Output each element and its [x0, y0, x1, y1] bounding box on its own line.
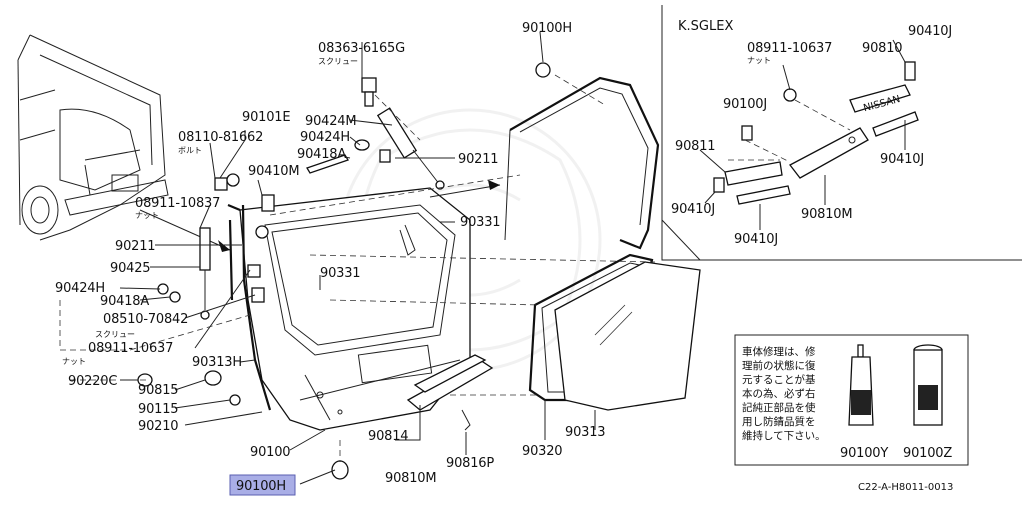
label-90313: 90313	[565, 425, 605, 440]
label-90115: 90115	[138, 402, 178, 417]
inset-dash-b	[744, 139, 791, 163]
label-90331-a: 90331	[460, 215, 500, 230]
inset-tape-c	[713, 177, 725, 193]
label-08510-70842: 08510-70842	[103, 312, 188, 327]
arrow-frame	[429, 184, 501, 198]
back-door	[239, 187, 471, 431]
inset-label-90100J: 90100J	[723, 97, 767, 112]
arrow-vehicle	[139, 209, 231, 251]
label-90425: 90425	[110, 261, 150, 276]
inset-dash-a	[794, 99, 851, 131]
label-90410M: 90410M	[248, 164, 299, 179]
dashed-leaders	[59, 74, 656, 462]
label-90810M: 90810M	[385, 471, 436, 486]
label-90814: 90814	[368, 429, 408, 444]
vehicle-outline	[17, 34, 169, 241]
inset-title: K.SGLEX	[678, 19, 733, 34]
finisher-upper	[413, 354, 487, 393]
repair-note-box: 車体修理は、修 理前の状態に復 元することが基 本の為、必ず右 記純正部品を使 …	[734, 334, 969, 466]
note-line-7: 維持して下さい。	[742, 429, 826, 442]
label-90313H: 90313H	[192, 355, 242, 370]
inset-label-90410J-a: 90410J	[908, 24, 952, 39]
highlight-90100H	[229, 474, 296, 496]
gas-stay-left	[199, 227, 211, 320]
arrow-head	[218, 240, 230, 252]
label-90211-b: 90211	[115, 239, 155, 254]
label-90424M: 90424M	[305, 114, 356, 129]
note-line-5: 記純正部品を使	[742, 401, 816, 414]
weatherstrip-90211	[241, 204, 272, 411]
inset-label-nut: ナット	[747, 56, 771, 65]
arrow-head-frame	[488, 180, 500, 190]
inset-leader-90410J-c	[704, 191, 716, 204]
inset-label-90811: 90811	[675, 139, 715, 154]
back-door-frame	[504, 76, 660, 250]
inset-label-90410J-d: 90410J	[734, 232, 778, 247]
gas-stay-top	[376, 107, 445, 190]
label-08510-screw: スクリュー	[95, 330, 135, 339]
inset-label-90410J-c: 90410J	[671, 202, 715, 217]
label-90816P: 90816P	[446, 456, 494, 471]
label-90331-b: 90331	[320, 266, 360, 281]
label-90320: 90320	[522, 444, 562, 459]
inset-label-90810M: 90810M	[801, 207, 852, 222]
label-08911-nut-a: ナット	[135, 211, 159, 220]
inset-garnish-90810M	[789, 127, 869, 179]
clip-90816P	[461, 409, 471, 431]
inset-garnish-90811	[724, 161, 783, 186]
inset-tape-a	[904, 61, 916, 81]
glass-reflection	[594, 304, 633, 346]
label-08911-10637: 08911-10637	[88, 341, 173, 356]
spray-can-icon	[913, 344, 943, 426]
leader-lines	[119, 31, 596, 485]
inset-label-90410J-b: 90410J	[880, 152, 924, 167]
footer-code: C22-A-H8011-0013	[858, 482, 953, 493]
inset-label-08911-10637: 08911-10637	[747, 41, 832, 56]
label-90418A-b: 90418A	[100, 294, 149, 309]
label-90100H-top: 90100H	[522, 21, 572, 36]
label-08110-bolt: ボルト	[178, 146, 202, 155]
label-90100H-bottom[interactable]: 90100H	[236, 479, 286, 494]
inset-label-90810: 90810	[862, 41, 902, 56]
note-line-1: 車体修理は、修	[742, 345, 816, 358]
label-08363-6165G: 08363-6165G	[318, 41, 405, 56]
note-line-3: 元することが基	[742, 373, 816, 386]
inset-tape-d	[736, 185, 791, 205]
note-line-4: 本の為、必ず右	[742, 387, 816, 400]
label-90418A-a: 90418A	[297, 147, 346, 162]
label-08363-screw: スクリュー	[318, 57, 358, 66]
weatherstrip-detail	[227, 203, 241, 301]
label-90211-a: 90211	[458, 152, 498, 167]
note-line-2: 理前の状態に復	[742, 359, 816, 372]
inset-leader-90410J-a	[892, 39, 906, 63]
label-90100: 90100	[250, 445, 290, 460]
sealant-tube-icon	[848, 344, 874, 426]
inset-tape-b	[872, 111, 919, 137]
inset-emblem-90810	[849, 84, 911, 113]
label-90424H-b: 90424H	[55, 281, 105, 296]
inset-garnish-hole	[848, 136, 856, 144]
label-08911-nut-b: ナット	[62, 357, 86, 366]
inset-leader-08911	[782, 64, 791, 91]
label-90100Y: 90100Y	[840, 446, 888, 461]
fasteners-top	[137, 62, 797, 480]
label-90210: 90210	[138, 419, 178, 434]
label-90815: 90815	[138, 383, 178, 398]
label-90424H-a: 90424H	[300, 130, 350, 145]
label-08911-10837: 08911-10837	[135, 196, 220, 211]
note-line-6: 用し防錆品質を	[742, 415, 816, 428]
inset-ksglex: K.SGLEX 08911-10637 ナット 90810 90410J 901…	[661, 5, 1022, 261]
label-90101E: 90101E	[242, 110, 290, 125]
inset-leader-90811	[699, 149, 726, 173]
label-08110-81662: 08110-81662	[178, 130, 263, 145]
label-90220C: 90220C	[68, 374, 117, 389]
label-90100Z: 90100Z	[903, 446, 952, 461]
